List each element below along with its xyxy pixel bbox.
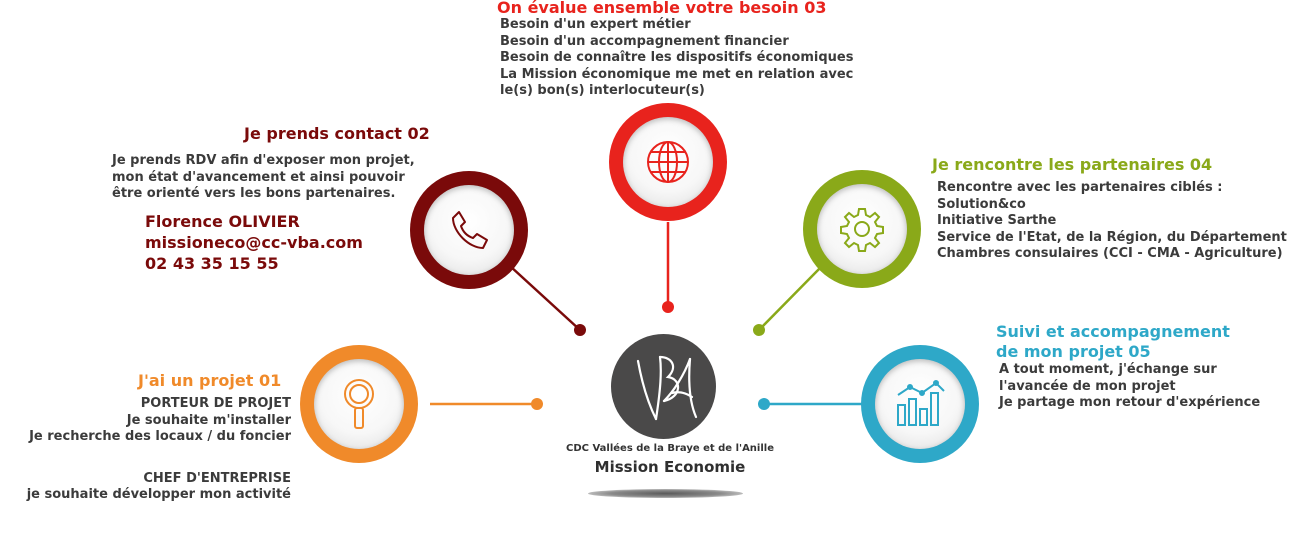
step01-line: Je recherche des locaux / du foncier [29,429,291,444]
step03-line: Besoin de connaître les dispositifs écon… [500,50,854,65]
dot-05 [758,398,770,410]
step04-line: Service de l'Etat, de la Région, du Dépa… [937,229,1287,245]
bar-chart-icon [897,380,945,426]
dot-01 [531,398,543,410]
step04-circle [803,170,921,288]
step04-text: Rencontre avec les partenaires ciblés : … [937,180,1287,263]
step02-text: Je prends RDV afin d'exposer mon projet,… [112,153,415,203]
step04-line: Rencontre avec les partenaires ciblés : [937,180,1223,195]
contact-email[interactable]: missioneco@cc-vba.com [145,233,363,252]
globe-icon [647,141,689,183]
step02-line: être orienté vers les bons partenaires. [112,186,396,201]
step01-line: je souhaite développer mon activité [26,487,291,502]
dot-02 [574,324,586,336]
step05-line: Je partage mon retour d'expérience [999,395,1261,410]
step02-circle [410,171,528,289]
mission-title: Mission Economie [594,458,746,476]
step02-line: mon état d'avancement et ainsi pouvoir [112,169,405,185]
step01-line [27,446,291,471]
step03-line: Besoin d'un expert métier [500,17,691,32]
logo-shadow [588,489,743,498]
step02-line: Je prends RDV afin d'exposer mon projet, [112,153,415,168]
gear-icon [840,208,884,252]
step03-line: La Mission économique me met en relation… [500,66,854,82]
step02-title: Je prends contact 02 [244,124,430,143]
step05-title: Suivi et accompagnement de mon projet 05 [996,322,1230,362]
step01-text: PORTEUR DE PROJET Je souhaite m'installe… [27,396,291,504]
contact-name: Florence OLIVIER [145,212,300,231]
step01-circle [300,345,418,463]
step01-line: PORTEUR DE PROJET [140,396,291,411]
step05-text: A tout moment, j'échange sur l'avancée d… [999,362,1260,412]
magnifier-icon [344,379,374,429]
cdc-logo [611,334,716,439]
step03-title: On évalue ensemble votre besoin 03 [497,0,827,17]
step01-line: Je souhaite m'installer [126,412,291,428]
step05-circle [861,345,979,463]
step04-title: Je rencontre les partenaires 04 [932,155,1213,174]
step04-line: Initiative Sarthe [937,213,1057,228]
dot-04 [753,324,765,336]
step03-text: Besoin d'un expert métier Besoin d'un ac… [500,17,853,100]
org-name: CDC Vallées de la Braye et de l'Anille [566,443,774,454]
step03-line: Besoin d'un accompagnement financier [500,33,789,49]
phone-icon [452,211,488,249]
step05-title-line1: Suivi et accompagnement [996,322,1230,341]
contact-phone[interactable]: 02 43 35 15 55 [145,254,279,273]
step03-line: le(s) bon(s) interlocuteur(s) [500,83,705,98]
vba-monogram-icon [636,355,697,420]
connector-04 [758,265,823,331]
step03-circle [609,103,727,221]
step01-line: CHEF D'ENTREPRISE [143,470,291,486]
step04-line: Chambres consulaires (CCI - CMA - Agricu… [937,246,1283,261]
step05-line: A tout moment, j'échange sur [999,362,1217,377]
step05-title-line2: de mon projet 05 [996,342,1151,361]
step01-title: J'ai un projet 01 [138,371,282,390]
contact-block: Florence OLIVIER missioneco@cc-vba.com 0… [145,211,363,274]
step05-line: l'avancée de mon projet [999,378,1176,394]
dot-03 [662,301,674,313]
step04-line: Solution&co [937,196,1026,212]
connector-02 [509,265,581,331]
